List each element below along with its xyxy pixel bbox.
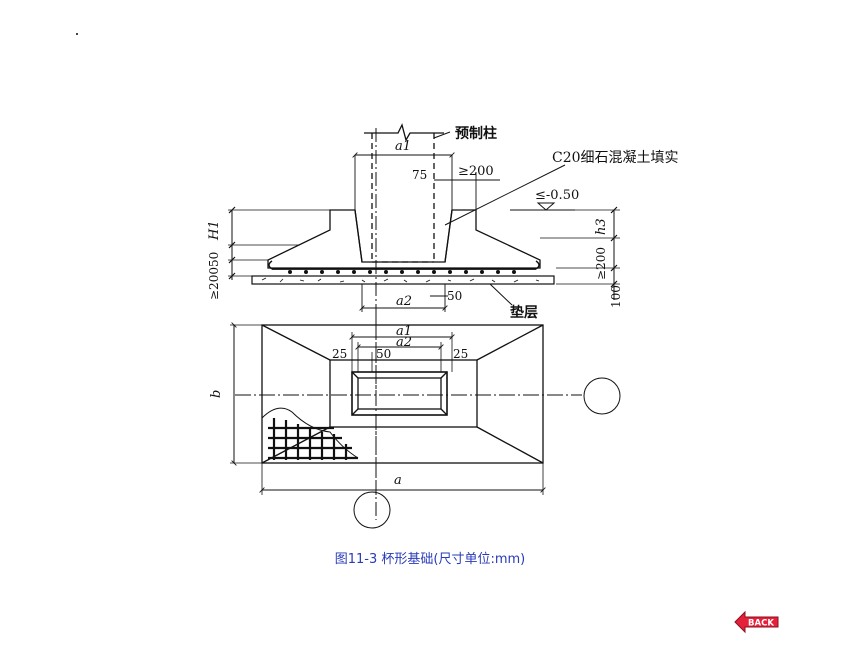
section-view xyxy=(228,123,620,520)
label-a: a xyxy=(394,473,402,488)
label-200-right: ≥200 xyxy=(594,247,608,280)
plan-view xyxy=(230,318,621,529)
back-arrow-icon xyxy=(734,610,779,634)
cup-inner xyxy=(357,377,442,410)
figure-caption: 图11-3 杯形基础(尺寸单位:mm) xyxy=(334,552,526,567)
label-H1: H1 xyxy=(207,220,222,241)
label-a1-top: a1 xyxy=(395,139,411,154)
corner-dot xyxy=(76,33,78,35)
label-elevation: ≤-0.50 xyxy=(535,188,579,203)
rebar-grid xyxy=(268,418,358,460)
label-left-dims: ≥20050 xyxy=(207,252,221,300)
break-mark xyxy=(364,123,444,142)
label-b: b xyxy=(209,390,224,398)
label-100: 100 xyxy=(609,285,623,308)
fill-leader xyxy=(444,164,566,226)
cup-outer xyxy=(351,371,448,416)
label-cushion: 垫层 xyxy=(510,304,538,321)
back-button-label: BACK xyxy=(748,619,774,629)
label-25-right: 25 xyxy=(453,347,468,361)
label-fill: C20细石混凝土填实 xyxy=(552,150,679,166)
cushion-hatch xyxy=(261,277,540,283)
label-25-left: 25 xyxy=(332,347,347,361)
label-a1-plan: a1 xyxy=(396,324,412,339)
label-75: 75 xyxy=(412,168,427,182)
label-precast-column: 预制柱 xyxy=(455,125,497,142)
label-a2-plan: a2 xyxy=(396,335,412,350)
base-outline xyxy=(261,324,544,464)
cutaway-edge xyxy=(261,407,359,459)
foundation-section xyxy=(267,209,541,269)
label-50-section: 50 xyxy=(447,289,462,303)
cushion-layer xyxy=(251,275,555,285)
label-200-top: ≥200 xyxy=(458,164,494,179)
axis-circle-right xyxy=(583,377,621,415)
rebar-dots xyxy=(288,270,516,274)
back-button[interactable]: BACK xyxy=(734,610,780,634)
label-50-plan: 50 xyxy=(376,347,391,361)
axis-circle-bottom xyxy=(353,491,391,529)
label-h3: h3 xyxy=(594,218,609,235)
label-a2-section: a2 xyxy=(396,294,412,309)
